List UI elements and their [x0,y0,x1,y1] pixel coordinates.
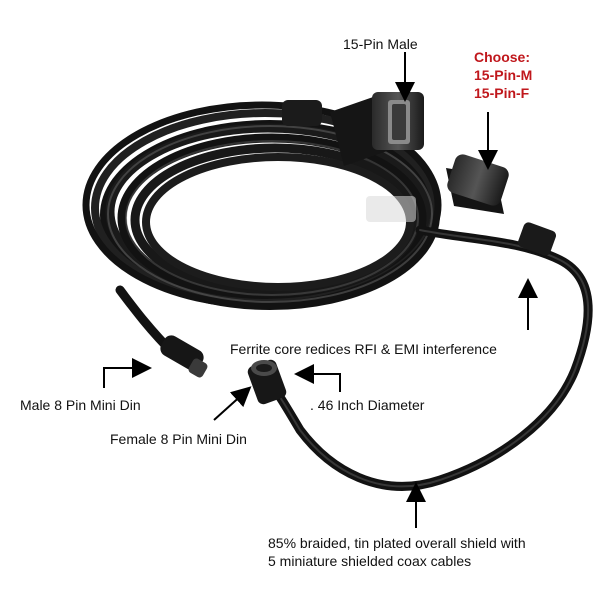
label-shield-line-2: 5 miniature shielded coax cables [268,553,472,569]
label-female-mini-din: Female 8 Pin Mini Din [110,431,247,447]
label-choose-15-pin-m: 15-Pin-M [474,67,533,83]
ferrite-core-top [282,100,322,126]
label-choose-title: Choose: [474,49,530,65]
label-choose-15-pin-f: 15-Pin-F [474,85,530,101]
cable-coil [82,101,442,310]
label-diameter: . 46 Inch Diameter [310,397,425,413]
female-din-connector [247,359,287,405]
vga-choose-cable [263,225,593,491]
label-male-mini-din: Male 8 Pin Mini Din [20,397,141,413]
tape-wrap [366,196,416,222]
label-shield-line-1: 85% braided, tin plated overall shield w… [268,535,526,551]
male-din-connector [160,335,208,378]
label-15-pin-male: 15-Pin Male [343,36,418,52]
label-ferrite-core: Ferrite core redices RFI & EMI interfere… [230,341,497,357]
vga-male-connector [330,92,424,166]
